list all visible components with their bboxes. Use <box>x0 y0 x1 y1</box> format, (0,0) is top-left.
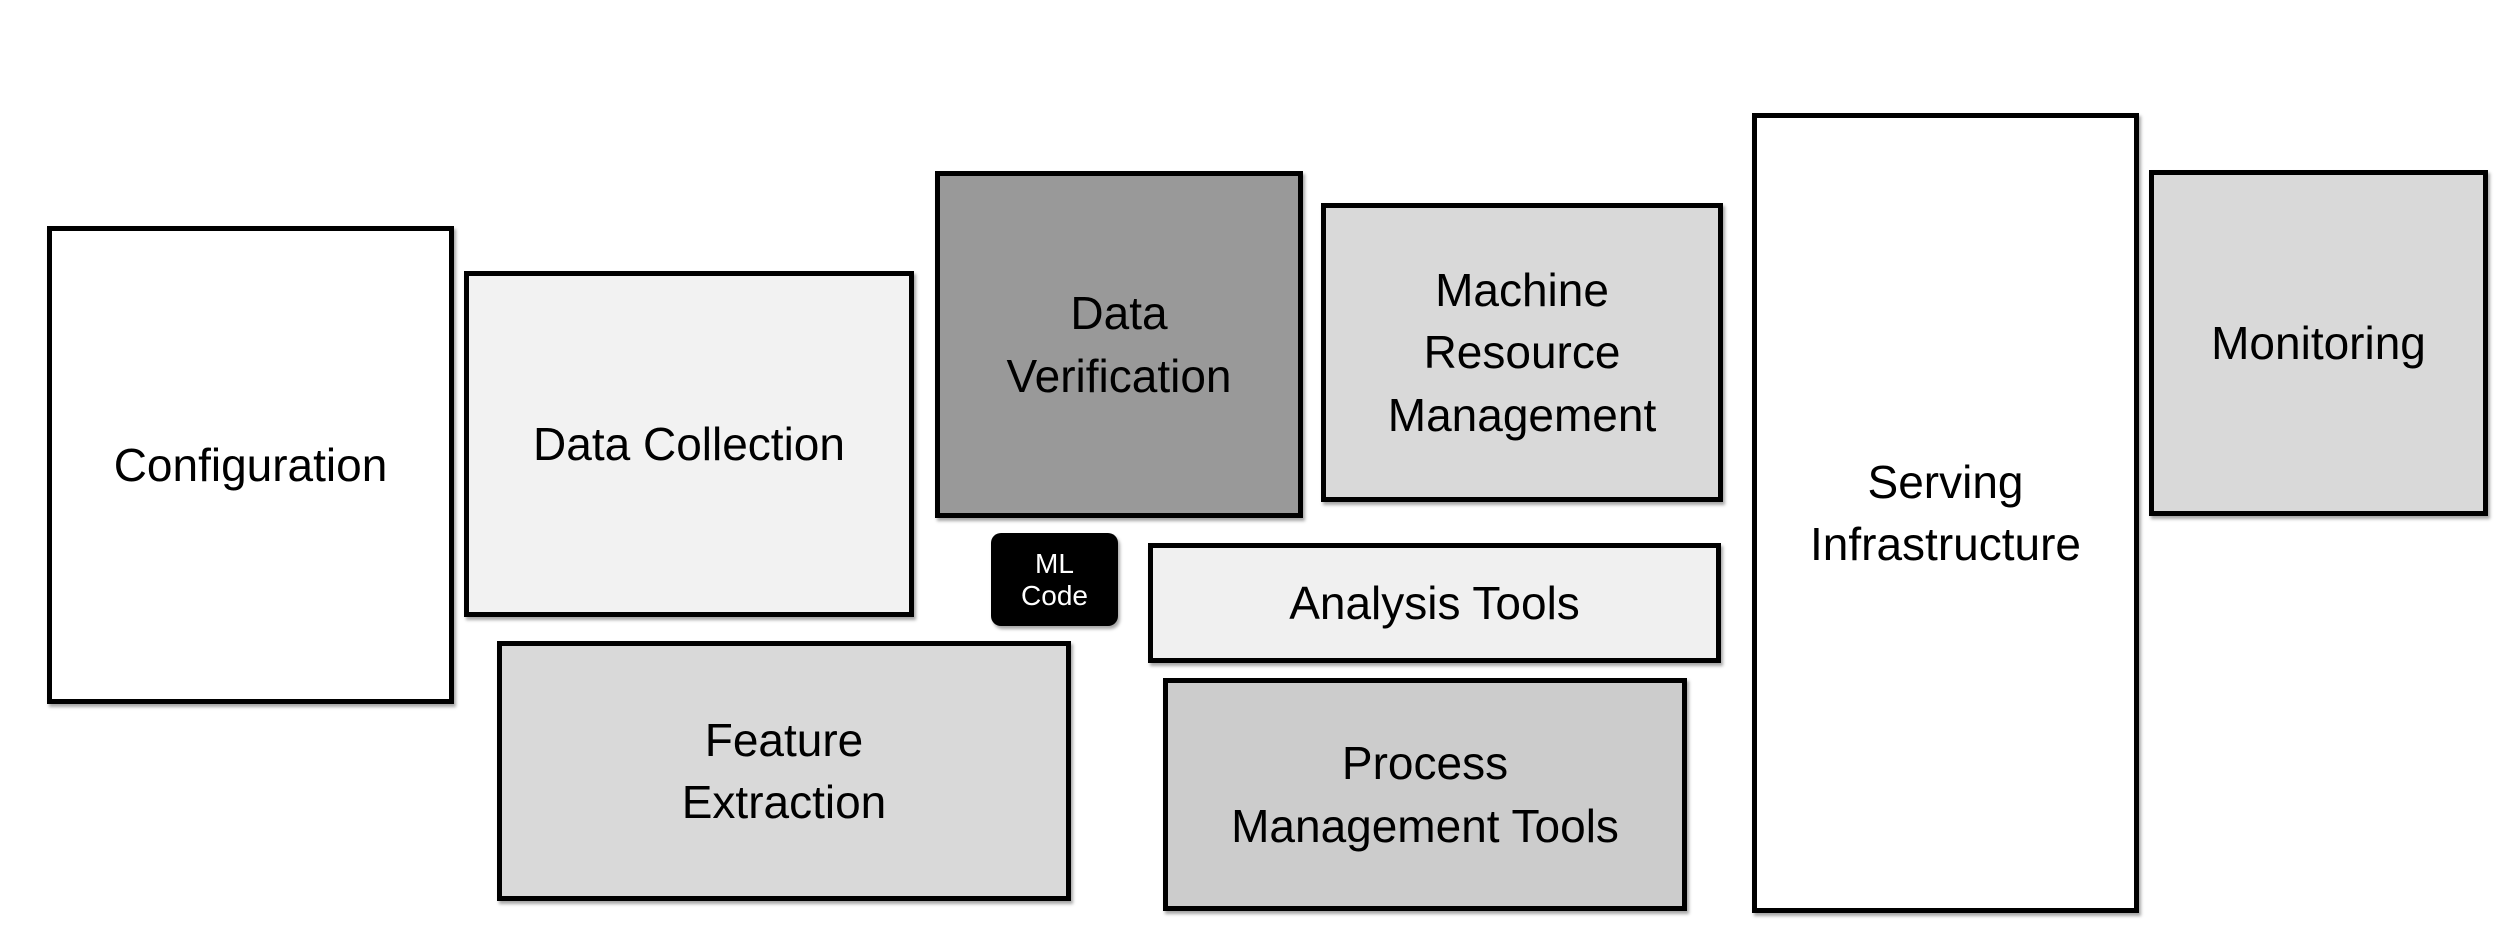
box-configuration: Configuration <box>47 226 454 704</box>
monitoring-label: Monitoring <box>2211 316 2426 369</box>
box-monitoring: Monitoring <box>2149 170 2488 516</box>
box-data-verification: Data Verification <box>935 171 1303 518</box>
analysis-tools-label: Analysis Tools <box>1289 576 1580 629</box>
box-feature-extraction: Feature Extraction <box>497 641 1071 901</box>
ml-code-label: ML Code <box>1021 548 1088 611</box>
data-collection-label: Data Collection <box>533 417 845 470</box>
box-data-collection: Data Collection <box>464 271 914 617</box>
box-ml-code: ML Code <box>991 533 1118 626</box>
process-management-tools-label: Process Management Tools <box>1231 737 1619 852</box>
serving-infrastructure-label: Serving Infrastructure <box>1810 455 2081 570</box>
box-analysis-tools: Analysis Tools <box>1148 543 1721 663</box>
machine-resource-management-label: Machine Resource Management <box>1387 264 1657 441</box>
box-serving-infrastructure: Serving Infrastructure <box>1752 113 2139 913</box>
box-machine-resource-management: Machine Resource Management <box>1321 203 1723 502</box>
box-process-management-tools: Process Management Tools <box>1163 678 1687 911</box>
feature-extraction-label: Feature Extraction <box>681 713 887 828</box>
configuration-label: Configuration <box>113 438 388 491</box>
data-verification-label: Data Verification <box>1006 287 1232 402</box>
